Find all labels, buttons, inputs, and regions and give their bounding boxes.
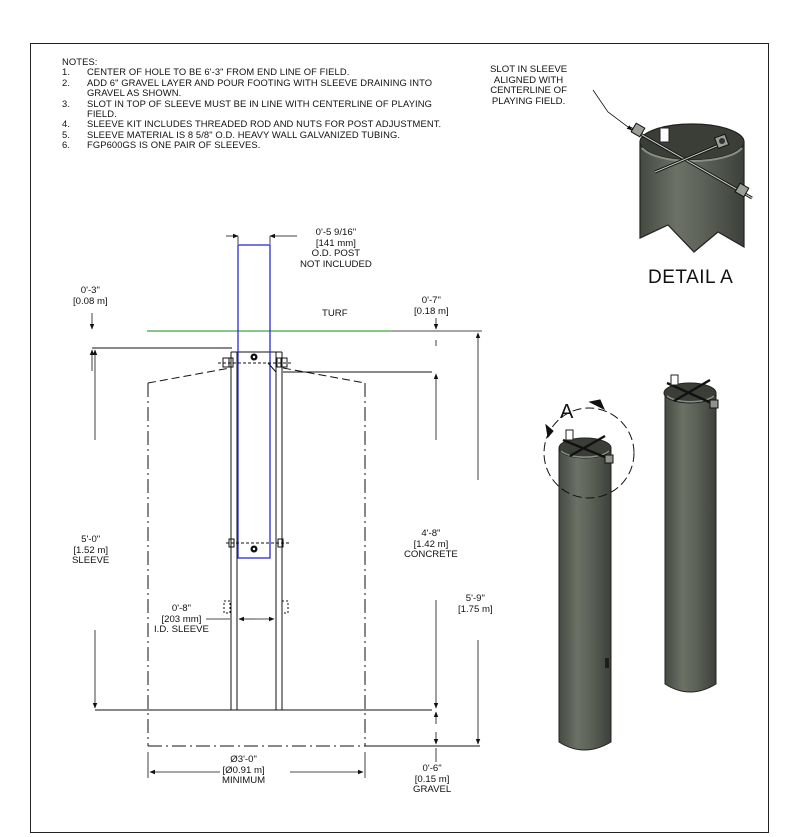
- concrete-depth-label: 4'-8" [1.42 m] CONCRETE: [404, 528, 458, 561]
- detail-callout: SLOT IN SLEEVE ALIGNED WITH CENTERLINE O…: [490, 64, 568, 107]
- dim-text: 0'-7": [421, 295, 441, 306]
- top-offset-label: 0'-3" [0.08 m]: [73, 285, 108, 307]
- upper-rod-assembly: [218, 353, 292, 373]
- dim-text: Ø3'-0": [230, 754, 257, 765]
- note-text: ADD 6" GRAVEL LAYER AND POUR FOOTING WIT…: [87, 76, 433, 99]
- turf-depth-label: 0'-7" [0.18 m]: [414, 295, 449, 317]
- dim-text: 0'-5 9/16": [315, 227, 357, 238]
- detail-a-marker: [543, 399, 635, 499]
- dim-text: [0.08 m]: [73, 295, 108, 307]
- dim-text: 4'-8": [421, 528, 441, 539]
- dim-text: GRAVEL: [413, 784, 452, 796]
- note-text: FGP600GS IS ONE PAIR OF SLEEVES.: [87, 139, 261, 151]
- note-number: 6.: [62, 139, 71, 151]
- sleeve-left-wall: [230, 352, 238, 710]
- dim-text: [0.18 m]: [414, 305, 449, 317]
- note-item: 4. SLEEVE KIT INCLUDES THREADED ROD AND N…: [62, 118, 442, 130]
- dim-text: 0'-6": [422, 763, 442, 774]
- note-text: SLEEVE MATERIAL IS 8 5/8" O.D. HEAVY WAL…: [87, 128, 401, 140]
- dimension-lines: [89, 233, 482, 778]
- hole-diameter-label: Ø3'-0" [Ø0.91 m] MINIMUM: [222, 754, 266, 787]
- dim-text: [1.75 m]: [458, 603, 493, 615]
- sleeve-3d-right: [663, 374, 719, 693]
- note-number: 4.: [62, 118, 71, 130]
- footing-crown: [147, 367, 366, 384]
- post-od-label: 0'-5 9/16" [141 mm] O.D. POST NOT INCLUD…: [300, 227, 372, 270]
- note-item: 3. SLOT IN TOP OF SLEEVE MUST BE IN LINE …: [62, 97, 442, 120]
- note-number: 5.: [62, 128, 71, 140]
- note-number: 2.: [62, 76, 71, 88]
- total-depth-label: 5'-9" [1.75 m]: [458, 593, 493, 615]
- note-text: CENTER OF HOLE TO BE 6'-3" FROM END LINE…: [87, 66, 350, 78]
- turf-label: TURF: [322, 308, 348, 319]
- footing-sides: [147, 383, 366, 746]
- notes-list: 1. CENTER OF HOLE TO BE 6'-3" FROM END LI…: [62, 66, 442, 151]
- dim-text: 5'-0": [81, 534, 101, 545]
- detail-title: DETAIL A: [648, 267, 734, 288]
- dim-text: [141 mm]: [315, 237, 356, 249]
- dim-text: 5'-9": [465, 593, 485, 604]
- sleeve-length-label: 5'-0" [1.52 m] SLEEVE: [72, 534, 110, 567]
- callout-line: CENTERLINE OF: [490, 85, 567, 97]
- dim-text: [1.42 m]: [413, 538, 449, 550]
- dim-text: [0.15 m]: [414, 773, 450, 785]
- dim-text: NOT INCLUDED: [300, 258, 372, 270]
- note-text: SLOT IN TOP OF SLEEVE MUST BE IN LINE WI…: [87, 97, 433, 120]
- note-item: 2. ADD 6" GRAVEL LAYER AND POUR FOOTING W…: [62, 76, 442, 99]
- dim-text: I.D. SLEEVE: [154, 624, 209, 636]
- note-number: 1.: [62, 66, 71, 78]
- note-item: 6. FGP600GS IS ONE PAIR OF SLEEVES.: [62, 139, 442, 151]
- lower-rod-assembly: [226, 538, 290, 553]
- note-text: SLEEVE KIT INCLUDES THREADED ROD AND NUT…: [87, 118, 442, 130]
- dim-text: O.D. POST: [311, 248, 361, 260]
- sleeve-right-wall: [275, 352, 283, 710]
- note-item: 1. CENTER OF HOLE TO BE 6'-3" FROM END LI…: [62, 66, 442, 78]
- dim-text: CONCRETE: [404, 549, 458, 561]
- notes-block: NOTES: 1. CENTER OF HOLE TO BE 6'-3" FROM…: [62, 56, 442, 151]
- drain-marks: [223, 600, 289, 614]
- dim-text: MINIMUM: [222, 775, 266, 787]
- callout-line: PLAYING FIELD.: [491, 95, 566, 107]
- dim-text: [203 mm]: [161, 613, 202, 625]
- dim-text: 0'-8": [171, 603, 192, 614]
- notes-title: NOTES:: [62, 56, 98, 67]
- dim-text: [1.52 m]: [73, 544, 108, 556]
- dim-text: [Ø0.91 m]: [222, 764, 265, 776]
- callout-line: SLOT IN SLEEVE: [490, 64, 568, 75]
- note-item: 5. SLEEVE MATERIAL IS 8 5/8" O.D. HEAVY W…: [62, 128, 442, 140]
- detail-a-illustration: [592, 89, 753, 253]
- section-view: [92, 244, 480, 747]
- detail-marker-letter: A: [560, 401, 574, 423]
- dim-text: SLEEVE: [72, 555, 110, 567]
- sheet-border: [30, 43, 769, 833]
- post-outline: [237, 244, 271, 559]
- sleeve-id-label: 0'-8" [203 mm] I.D. SLEEVE: [154, 603, 209, 636]
- callout-line: ALIGNED WITH: [493, 74, 564, 86]
- gravel-depth-label: 0'-6" [0.15 m] GRAVEL: [413, 763, 452, 796]
- note-number: 3.: [62, 97, 71, 109]
- dim-text: 0'-3": [80, 285, 100, 296]
